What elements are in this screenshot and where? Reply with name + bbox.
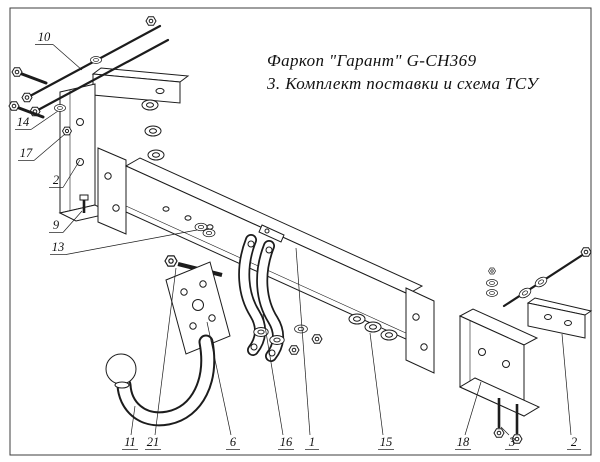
bolt-icon bbox=[20, 72, 48, 85]
svg-text:3: 3 bbox=[508, 435, 515, 449]
part-label-14: 14 bbox=[15, 110, 59, 130]
svg-text:18: 18 bbox=[457, 435, 470, 449]
svg-text:11: 11 bbox=[124, 435, 136, 449]
svg-text:15: 15 bbox=[380, 435, 393, 449]
svg-text:9: 9 bbox=[53, 218, 60, 232]
title-line-1: Фаркоп "Гарант" G-CH369 bbox=[267, 51, 477, 70]
svg-text:1: 1 bbox=[309, 435, 315, 449]
leader-line bbox=[154, 267, 177, 436]
svg-text:10: 10 bbox=[38, 30, 51, 44]
leader-line bbox=[52, 44, 83, 71]
svg-text:17: 17 bbox=[20, 146, 33, 160]
beam-end-plate-right bbox=[405, 287, 435, 374]
right-bracket bbox=[458, 297, 593, 417]
part-label-18: 18 bbox=[455, 381, 482, 450]
tow-ball bbox=[105, 353, 137, 385]
part-label-11: 11 bbox=[122, 405, 138, 450]
bolt-icon bbox=[17, 106, 45, 119]
part-label-2-right: 2 bbox=[561, 333, 581, 450]
svg-text:14: 14 bbox=[17, 115, 30, 129]
part-label-10: 10 bbox=[35, 30, 83, 71]
leader-line bbox=[464, 381, 482, 436]
drawing-border bbox=[9, 7, 592, 456]
towball-assembly bbox=[105, 222, 231, 427]
leader-line bbox=[369, 332, 384, 436]
leader-line bbox=[62, 159, 81, 188]
part-label-15: 15 bbox=[369, 332, 394, 450]
part-label-1: 1 bbox=[295, 247, 319, 450]
long-bolt-icon bbox=[36, 38, 170, 112]
svg-text:2: 2 bbox=[571, 435, 577, 449]
leader-line bbox=[30, 110, 59, 130]
part-label-17: 17 bbox=[18, 133, 66, 161]
part-label-16: 16 bbox=[262, 313, 294, 450]
leader-line bbox=[561, 333, 572, 436]
leader-line bbox=[206, 321, 232, 436]
title-line-2: 3. Комплект поставки и схема ТСУ bbox=[266, 74, 540, 93]
svg-text:13: 13 bbox=[52, 240, 65, 254]
leader-line bbox=[130, 405, 136, 436]
support-straps bbox=[238, 234, 284, 362]
leader-line bbox=[33, 133, 66, 161]
svg-text:2: 2 bbox=[53, 173, 59, 187]
leader-line bbox=[295, 247, 311, 436]
small-bolt-9 bbox=[79, 194, 89, 213]
part-labels: 10 14 17 2 9 13 11 bbox=[15, 30, 581, 450]
mounting-hardware-right bbox=[486, 247, 592, 444]
leader-line bbox=[262, 313, 284, 436]
part-label-3: 3 bbox=[500, 426, 519, 450]
part-label-13: 13 bbox=[50, 229, 198, 255]
svg-text:21: 21 bbox=[147, 435, 160, 449]
svg-text:16: 16 bbox=[280, 435, 293, 449]
part-label-2-left: 2 bbox=[49, 159, 81, 188]
washer-stack-left bbox=[141, 99, 165, 161]
part-label-9: 9 bbox=[49, 210, 83, 233]
svg-text:6: 6 bbox=[230, 435, 237, 449]
leader-line bbox=[62, 210, 83, 233]
left-bracket bbox=[58, 67, 190, 222]
leader-line bbox=[65, 229, 198, 255]
part-label-6: 6 bbox=[206, 321, 240, 450]
title-block: Фаркоп "Гарант" G-CH369 3. Комплект пост… bbox=[266, 51, 540, 93]
beam-end-plate-left bbox=[97, 147, 127, 235]
mounting-hardware-top-left bbox=[8, 16, 170, 213]
leader-line bbox=[500, 426, 510, 436]
part-label-21: 21 bbox=[145, 267, 177, 450]
